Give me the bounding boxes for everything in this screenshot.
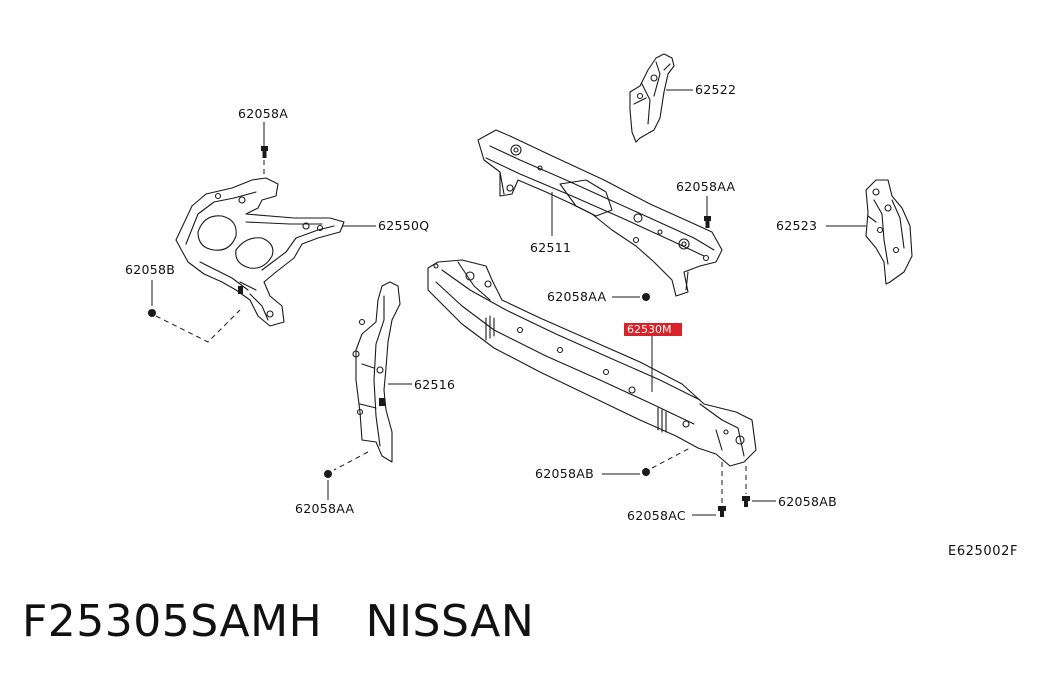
label-62530M: 62530M — [627, 323, 671, 336]
bolt-62058AA-mid-icon — [642, 293, 650, 301]
part-62523[interactable] — [865, 179, 913, 285]
part-62530M[interactable] — [427, 259, 757, 467]
label-62511: 62511 — [530, 240, 571, 255]
brand-name: NISSAN — [365, 596, 535, 647]
label-62058AC: 62058AC — [627, 508, 686, 523]
label-62058AA-mid: 62058AA — [547, 289, 606, 304]
bolt-62058AC-icon — [718, 506, 726, 517]
part-62516[interactable] — [352, 281, 401, 463]
label-62550Q: 62550Q — [378, 218, 429, 233]
part-62511[interactable] — [477, 129, 723, 297]
bolt-62058A-icon — [261, 146, 268, 158]
label-62058AA-bottom: 62058AA — [295, 501, 354, 516]
part-62550Q[interactable] — [175, 177, 345, 327]
part-62522[interactable] — [629, 53, 675, 143]
highlight-box — [624, 323, 682, 336]
bolt-62058AA-top-icon — [704, 216, 711, 228]
bolt-62058AB-right-icon — [742, 496, 750, 507]
part-number: F25305SAMH — [22, 596, 323, 647]
diagram-code: E625002F — [948, 544, 1019, 559]
label-62058A: 62058A — [238, 106, 288, 121]
label-62058B: 62058B — [125, 262, 175, 277]
label-62523: 62523 — [776, 218, 817, 233]
label-62058AB-left: 62058AB — [535, 466, 594, 481]
caption: F25305SAMH NISSAN — [22, 596, 534, 647]
bolt-62058AB-left-icon — [642, 468, 650, 476]
label-62522: 62522 — [695, 82, 736, 97]
label-62058AA-top: 62058AA — [676, 179, 735, 194]
bolt-62058AA-bottom-icon — [324, 470, 332, 478]
label-62516: 62516 — [414, 377, 455, 392]
label-62058AB-right: 62058AB — [778, 494, 837, 509]
bolt-62058B-icon — [148, 309, 156, 317]
